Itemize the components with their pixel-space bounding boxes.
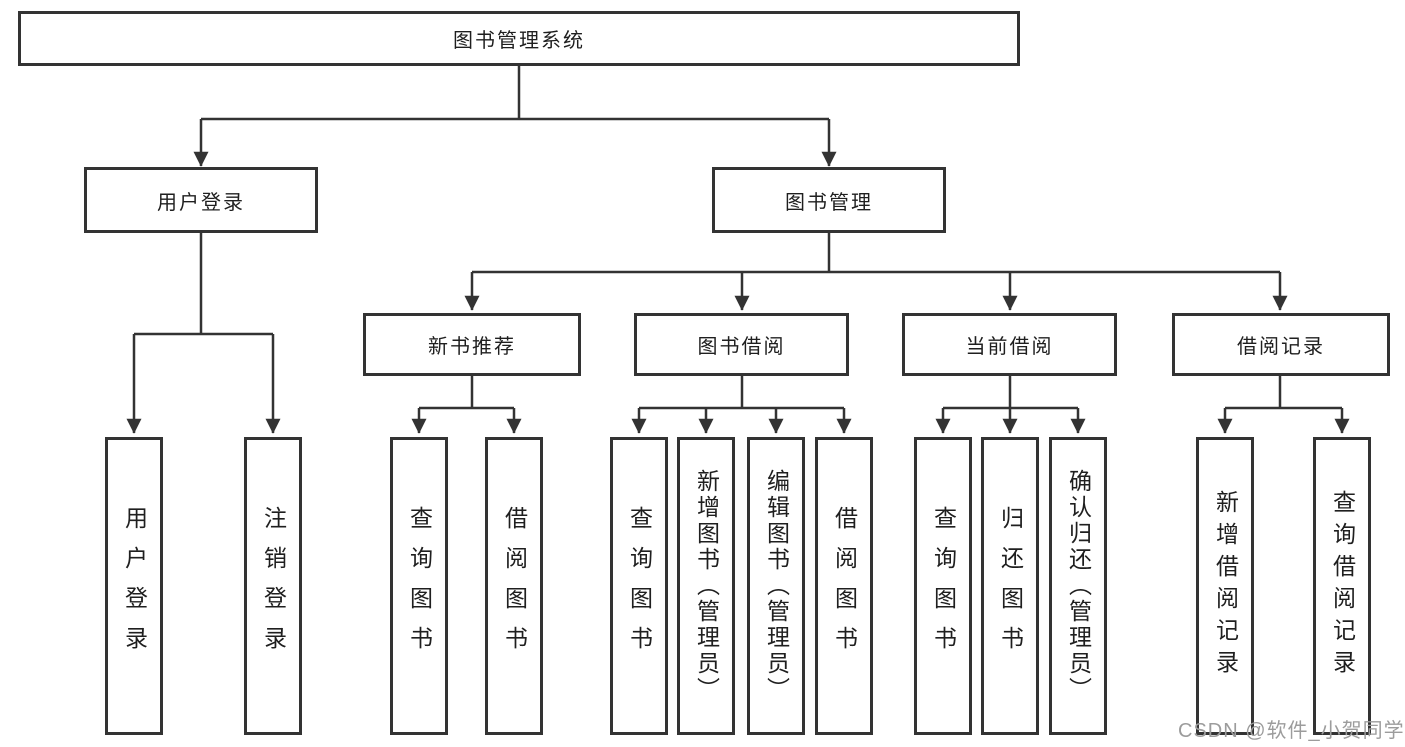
node-book-management: 图书管理 bbox=[712, 167, 946, 233]
leaf-add-borrow-record-label: 新增借阅记录 bbox=[1212, 490, 1239, 682]
node-current-borrow-label: 当前借阅 bbox=[965, 336, 1054, 358]
node-user-login: 用户登录 bbox=[84, 167, 318, 233]
leaf-borrow-books-label: 借阅图书 bbox=[831, 506, 858, 666]
leaf-confirm-return-admin: 确认归还（管理员） bbox=[1049, 437, 1107, 735]
leaf-edit-book-admin: 编辑图书（管理员） bbox=[747, 437, 805, 735]
leaf-logout: 注销登录 bbox=[244, 437, 302, 735]
node-new-book-recommend: 新书推荐 bbox=[363, 313, 581, 376]
leaf-borrow-books-recommend: 借阅图书 bbox=[485, 437, 543, 735]
leaf-query-books-borrow-label: 查询图书 bbox=[626, 506, 653, 666]
leaf-query-borrow-record: 查询借阅记录 bbox=[1313, 437, 1371, 735]
leaf-logout-label: 注销登录 bbox=[260, 506, 287, 666]
node-user-login-label: 用户登录 bbox=[157, 191, 245, 214]
leaf-query-books-recommend-label: 查询图书 bbox=[406, 506, 433, 666]
node-borrow-records: 借阅记录 bbox=[1172, 313, 1390, 376]
node-book-borrow: 图书借阅 bbox=[634, 313, 849, 376]
leaf-confirm-return-admin-label: 确认归还（管理员） bbox=[1065, 469, 1092, 703]
leaf-query-books-borrow: 查询图书 bbox=[610, 437, 668, 735]
csdn-watermark: CSDN @软件_小贺同学 bbox=[1178, 720, 1405, 742]
leaf-add-book-admin: 新增图书（管理员） bbox=[677, 437, 735, 735]
node-book-management-label: 图书管理 bbox=[785, 191, 873, 214]
node-system-root: 图书管理系统 bbox=[18, 11, 1020, 66]
leaf-return-books: 归还图书 bbox=[981, 437, 1039, 735]
leaf-query-books-recommend: 查询图书 bbox=[390, 437, 448, 735]
leaf-query-books-current: 查询图书 bbox=[914, 437, 972, 735]
node-new-book-recommend-label: 新书推荐 bbox=[428, 336, 516, 358]
node-borrow-records-label: 借阅记录 bbox=[1237, 336, 1325, 358]
leaf-add-borrow-record: 新增借阅记录 bbox=[1196, 437, 1254, 735]
leaf-borrow-books-recommend-label: 借阅图书 bbox=[501, 506, 528, 666]
node-current-borrow: 当前借阅 bbox=[902, 313, 1117, 376]
leaf-query-borrow-record-label: 查询借阅记录 bbox=[1329, 490, 1356, 682]
leaf-query-books-current-label: 查询图书 bbox=[930, 506, 957, 666]
leaf-edit-book-admin-label: 编辑图书（管理员） bbox=[763, 469, 790, 703]
node-system-root-label: 图书管理系统 bbox=[453, 30, 585, 52]
leaf-user-login: 用户登录 bbox=[105, 437, 163, 735]
node-book-borrow-label: 图书借阅 bbox=[697, 336, 786, 358]
leaf-return-books-label: 归还图书 bbox=[997, 506, 1024, 666]
leaf-borrow-books: 借阅图书 bbox=[815, 437, 873, 735]
leaf-user-login-label: 用户登录 bbox=[121, 506, 148, 666]
leaf-add-book-admin-label: 新增图书（管理员） bbox=[693, 469, 720, 703]
